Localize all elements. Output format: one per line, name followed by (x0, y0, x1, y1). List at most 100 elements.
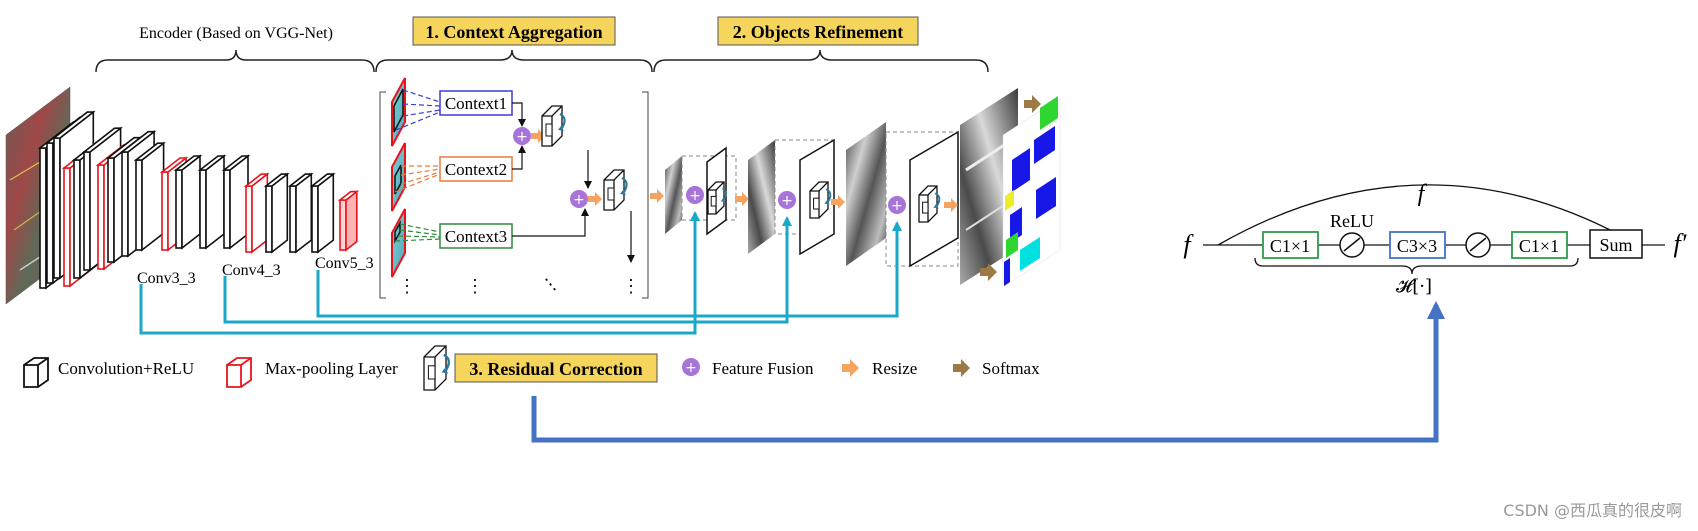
legend-conv-label: Convolution+ReLU (58, 359, 194, 378)
legend-conv-icon (23, 357, 49, 388)
conv5-label: Conv5_3 (315, 255, 374, 272)
context-connectors (512, 102, 635, 263)
context3-thumbnail (391, 208, 406, 278)
conv3-label: Conv3_3 (137, 270, 196, 287)
residual-correction-title: 3. Residual Correction (469, 359, 642, 379)
residual-correction-badge (454, 353, 658, 383)
fusion-node-5: + (888, 196, 906, 214)
conv-layer-slab (133, 141, 166, 252)
skip-label: f (1418, 181, 1428, 207)
resize-arrow-5 (944, 198, 958, 212)
context1-thumbnail (391, 77, 406, 147)
conv4-label: Conv4_3 (222, 262, 281, 279)
svg-text:⋮: ⋮ (622, 276, 640, 296)
sum-label: Sum (1599, 235, 1632, 255)
relu-label: ReLU (1330, 211, 1374, 231)
svg-text:+: + (516, 129, 528, 145)
c1x1-first-label: C1×1 (1270, 236, 1310, 256)
h-brace-label: 𝓗[·] (1396, 276, 1432, 297)
fusion-node-3: + (686, 186, 704, 204)
relu-icon-1 (1339, 232, 1365, 258)
conv-layer-slab (173, 154, 203, 250)
resize-arrow-3 (735, 192, 749, 206)
residual-correction-block-2 (603, 169, 628, 211)
skip-connections (139, 211, 902, 335)
h-brace (1254, 257, 1579, 275)
conv-layer-slab (287, 172, 314, 254)
svg-text:+: + (781, 193, 793, 209)
conv-layer-slab (197, 154, 227, 250)
svg-text:⋮: ⋮ (466, 276, 484, 296)
legend-softmax-label: Softmax (982, 359, 1040, 378)
sum-box (1589, 229, 1643, 259)
c3x3-label: C3×3 (1397, 236, 1437, 256)
relu-icon-2 (1465, 232, 1491, 258)
encoder-brace (95, 49, 375, 73)
context2-thumbnail (391, 142, 406, 212)
residual-correction-block-4 (809, 181, 832, 219)
residual-link-arrow (531, 301, 1445, 443)
context2-label: Context2 (445, 160, 507, 179)
context1-label: Context1 (445, 94, 507, 113)
pooling-layer-slab (337, 189, 360, 252)
objects-refinement-badge (717, 16, 919, 46)
context-aggregation-badge (412, 16, 616, 46)
fusion-node-1: + (513, 127, 531, 145)
fusion-node-4: + (778, 191, 796, 209)
c1x1-first-box (1262, 231, 1319, 259)
context1-box (439, 90, 513, 116)
conv-layer-slab (309, 172, 336, 254)
encoder-title: Encoder (Based on VGG-Net) (139, 25, 333, 42)
encoder-layers (37, 110, 360, 290)
svg-text:+: + (689, 188, 701, 204)
refinement-stage-3 (846, 122, 959, 268)
svg-text:+: + (685, 360, 697, 376)
context-brace (375, 49, 653, 73)
context3-projection (394, 223, 441, 242)
input-f-label: f (1183, 230, 1194, 259)
c3x3-box (1389, 231, 1446, 259)
output-f-prime-label: f′ (1674, 229, 1687, 258)
resize-arrow-2 (588, 192, 602, 206)
legend-pool-icon (226, 357, 252, 388)
context2-projection (394, 165, 441, 193)
context2-box (439, 156, 513, 182)
segmentation-output (1002, 96, 1061, 288)
residual-correction-block-1 (541, 105, 566, 147)
softmax-arrow-bottom (980, 263, 997, 281)
svg-text:+: + (891, 198, 903, 214)
svg-text:+: + (573, 192, 585, 208)
objects-refinement-title: 2. Objects Refinement (733, 22, 903, 42)
legend-resize-icon (842, 359, 859, 377)
legend-pool-label: Max-pooling Layer (265, 359, 398, 378)
ellipsis-dots: ⋮ ⋮ ⋮ ⋮ (398, 271, 640, 298)
resize-arrow-4 (831, 195, 845, 209)
context3-box (439, 223, 513, 249)
context-bracket-right (642, 91, 649, 299)
c1x1-second-box (1511, 231, 1568, 259)
legend-fusion-icon: + (682, 358, 700, 376)
watermark: CSDN @西瓜真的很皮啊 (1503, 501, 1682, 520)
legend-fusion-label: Feature Fusion (712, 359, 814, 378)
refinement-brace (653, 49, 989, 73)
legend-resize-label: Resize (872, 359, 917, 378)
softmax-arrow-top (1024, 95, 1041, 113)
context-bracket-left (379, 91, 386, 299)
context-aggregation-title: 1. Context Aggregation (425, 22, 602, 42)
legend: Convolution+ReLU Max-pooling Layer 3. Re… (23, 345, 1040, 391)
legend-softmax-icon (953, 359, 970, 377)
pooling-layer-slab (243, 172, 270, 254)
context1-projection (395, 89, 441, 131)
legend-residual-icon (423, 345, 450, 391)
c1x1-second-label: C1×1 (1519, 236, 1559, 256)
context3-label: Context3 (445, 227, 507, 246)
residual-correction-block-3 (707, 181, 727, 215)
residual-block-diagram: f f C1×1 ReLU C3×3 C1×1 Sum f′ 𝓗[·] (1183, 181, 1686, 297)
fusion-node-2: + (570, 190, 588, 208)
conv-layer-slab (221, 154, 251, 250)
resize-arrow-to-refinement (650, 189, 664, 203)
residual-correction-block-5 (918, 185, 941, 223)
svg-text:⋮: ⋮ (398, 276, 416, 296)
skip-arc (1217, 184, 1621, 246)
